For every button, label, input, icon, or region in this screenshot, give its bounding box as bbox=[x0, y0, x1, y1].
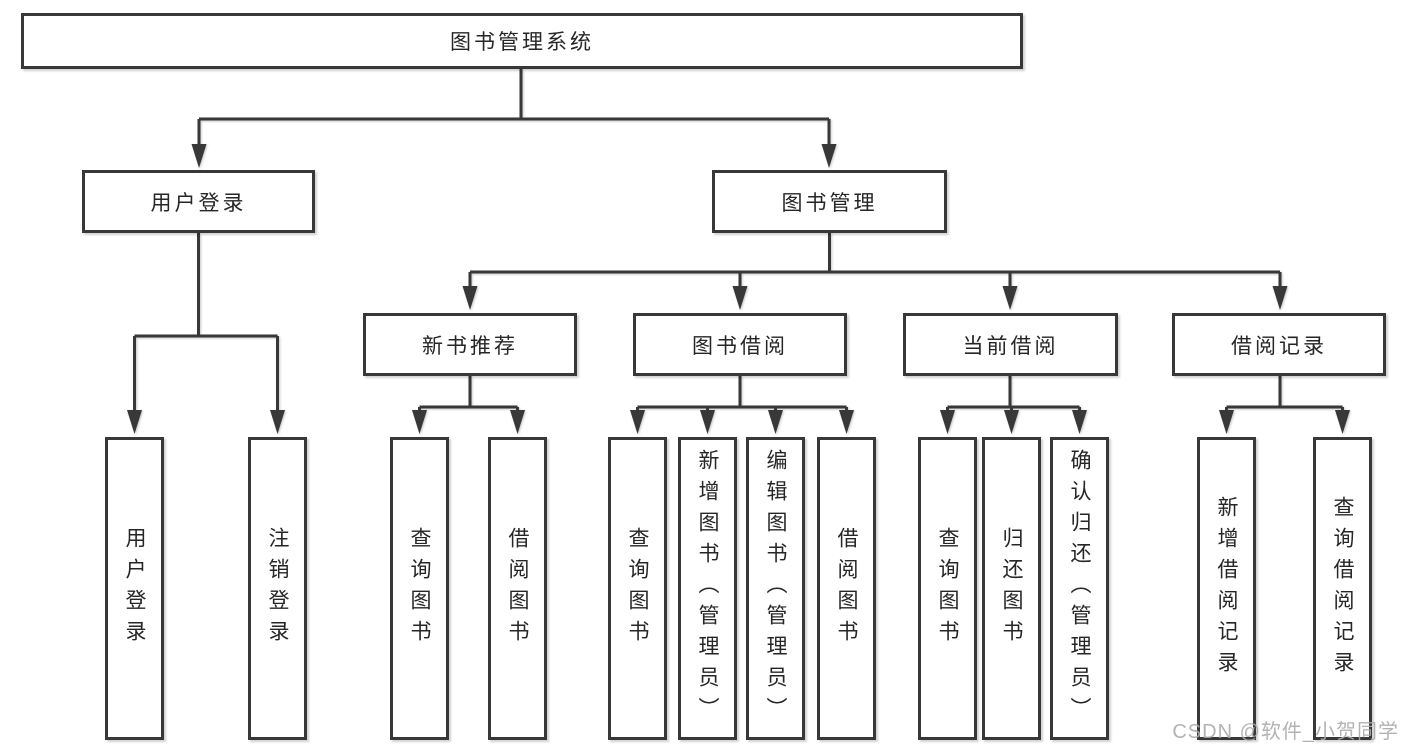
node-new-book-recommendation: 新书推荐 bbox=[363, 313, 577, 376]
leaf-newbook-query-books: 查询图书 bbox=[390, 437, 449, 740]
leaf-borrowing-edit-books-admin: 编辑图书（管理员） bbox=[746, 437, 805, 740]
node-label: 查询借阅记录 bbox=[1331, 495, 1354, 682]
node-borrowing-records: 借阅记录 bbox=[1172, 313, 1386, 376]
connector-root-to-level2 bbox=[197, 69, 831, 146]
node-root-library-management-system: 图书管理系统 bbox=[21, 13, 1023, 69]
arrow-down-icon bbox=[768, 410, 783, 434]
arrow-down-icon bbox=[1002, 286, 1018, 310]
leaf-current-confirm-return-admin: 确认归还（管理员） bbox=[1050, 437, 1109, 740]
node-label: 查询图书 bbox=[626, 526, 649, 651]
node-label: 查询图书 bbox=[408, 526, 431, 651]
connector-book-borrowing-children bbox=[636, 376, 848, 414]
leaf-records-query-borrow-record: 查询借阅记录 bbox=[1313, 437, 1372, 740]
node-user-login: 用户登录 bbox=[82, 170, 315, 233]
leaf-newbook-borrow-books: 借阅图书 bbox=[488, 437, 547, 740]
arrow-down-icon bbox=[1004, 410, 1019, 434]
node-label: 新增图书（管理员） bbox=[696, 449, 719, 728]
node-book-borrowing: 图书借阅 bbox=[633, 313, 847, 376]
leaf-logout: 注销登录 bbox=[248, 437, 307, 740]
node-label: 借阅图书 bbox=[835, 526, 858, 651]
leaf-borrowing-query-books: 查询图书 bbox=[608, 437, 667, 740]
leaf-current-return-books: 归还图书 bbox=[982, 437, 1041, 740]
node-label: 归还图书 bbox=[1000, 526, 1023, 651]
connector-user-login-children bbox=[133, 233, 279, 414]
arrow-down-icon bbox=[412, 410, 427, 434]
node-label: 图书管理系统 bbox=[450, 31, 594, 54]
arrow-down-icon bbox=[1072, 410, 1087, 434]
node-label: 用户登录 bbox=[150, 191, 247, 215]
node-label: 借阅记录 bbox=[1231, 334, 1327, 358]
node-label: 当前借阅 bbox=[962, 334, 1059, 358]
arrow-down-icon bbox=[191, 144, 207, 168]
node-label: 用户登录 bbox=[123, 526, 146, 651]
arrow-down-icon bbox=[1272, 286, 1288, 310]
connector-borrowing-records-children bbox=[1225, 376, 1344, 414]
node-label: 确认归还（管理员） bbox=[1068, 449, 1091, 728]
arrow-down-icon bbox=[630, 410, 645, 434]
arrowheads bbox=[127, 144, 1350, 434]
leaf-borrowing-borrow-books: 借阅图书 bbox=[817, 437, 876, 740]
node-label: 新书推荐 bbox=[422, 334, 518, 358]
arrow-down-icon bbox=[1335, 410, 1350, 434]
arrow-down-icon bbox=[732, 286, 748, 310]
leaf-borrowing-add-books-admin: 新增图书（管理员） bbox=[678, 437, 737, 740]
node-label: 编辑图书（管理员） bbox=[764, 449, 787, 728]
arrow-down-icon bbox=[127, 410, 142, 434]
node-label: 注销登录 bbox=[266, 526, 289, 651]
arrow-down-icon bbox=[270, 410, 285, 434]
node-label: 图书管理 bbox=[781, 191, 878, 215]
leaf-records-add-borrow-record: 新增借阅记录 bbox=[1197, 437, 1256, 740]
node-label: 图书借阅 bbox=[692, 334, 788, 358]
arrow-down-icon bbox=[839, 410, 854, 434]
node-label: 借阅图书 bbox=[506, 526, 529, 651]
connector-current-borrowing-children bbox=[946, 376, 1081, 414]
arrow-down-icon bbox=[821, 144, 837, 168]
connector-book-management-children bbox=[468, 233, 1282, 290]
arrow-down-icon bbox=[700, 410, 715, 434]
node-label: 查询图书 bbox=[936, 526, 959, 651]
leaf-current-query-books: 查询图书 bbox=[918, 437, 977, 740]
arrow-down-icon bbox=[510, 410, 525, 434]
node-book-management: 图书管理 bbox=[712, 170, 947, 233]
arrow-down-icon bbox=[940, 410, 955, 434]
connector-new-book-children bbox=[418, 376, 519, 414]
arrow-down-icon bbox=[1219, 410, 1234, 434]
leaf-user-login: 用户登录 bbox=[105, 437, 164, 740]
node-label: 新增借阅记录 bbox=[1215, 495, 1238, 682]
arrow-down-icon bbox=[462, 286, 478, 310]
node-current-borrowing: 当前借阅 bbox=[903, 313, 1118, 376]
